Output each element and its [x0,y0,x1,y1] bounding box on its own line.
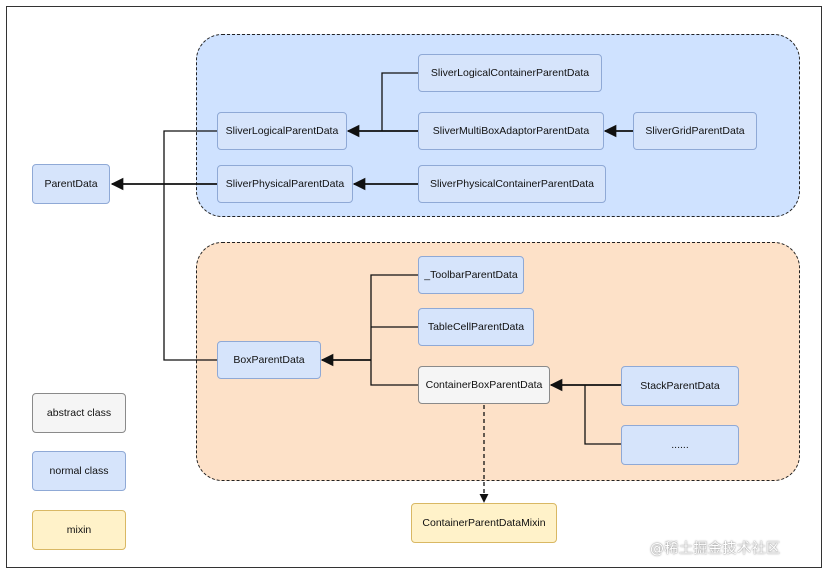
node-label: ParentData [44,178,98,190]
node-label: SliverMultiBoxAdaptorParentData [432,125,590,137]
node-sliver-logical-container-parent-data: SliverLogicalContainerParentData [418,54,602,92]
node-label: ContainerBoxParentData [425,379,543,391]
node-sliver-multi-box-adaptor-parent-data: SliverMultiBoxAdaptorParentData [418,112,604,150]
node-label: SliverLogicalParentData [225,125,339,137]
node-label: StackParentData [640,380,720,392]
node-sliver-grid-parent-data: SliverGridParentData [633,112,757,150]
node-label: SliverLogicalContainerParentData [430,67,590,79]
node-toolbar-parent-data: _ToolbarParentData [418,256,524,294]
node-label: BoxParentData [233,354,305,366]
node-table-cell-parent-data: TableCellParentData [418,308,534,346]
node-label: SliverPhysicalContainerParentData [430,178,594,190]
node-label: ContainerParentDataMixin [422,517,546,529]
node-label: TableCellParentData [427,321,525,333]
node-label: _ToolbarParentData [424,269,518,281]
watermark: @稀土掘金技术社区 [650,541,781,557]
node-parent-data: ParentData [32,164,110,204]
legend-label: normal class [49,465,109,477]
node-container-box-parent-data: ContainerBoxParentData [418,366,550,404]
legend-normal-class: normal class [32,451,126,491]
diagram-frame [6,6,822,568]
legend-label: abstract class [46,407,112,419]
node-sliver-physical-parent-data: SliverPhysicalParentData [217,165,353,203]
node-stack-parent-data: StackParentData [621,366,739,406]
node-box-parent-data: BoxParentData [217,341,321,379]
node-sliver-logical-parent-data: SliverLogicalParentData [217,112,347,150]
node-container-parent-data-mixin: ContainerParentDataMixin [411,503,557,543]
legend-mixin: mixin [32,510,126,550]
node-label: ...... [671,439,689,451]
node-ellipsis: ...... [621,425,739,465]
legend-label: mixin [66,524,92,536]
legend-abstract-class: abstract class [32,393,126,433]
node-label: SliverGridParentData [645,125,745,137]
node-label: SliverPhysicalParentData [225,178,345,190]
node-sliver-physical-container-parent-data: SliverPhysicalContainerParentData [418,165,606,203]
